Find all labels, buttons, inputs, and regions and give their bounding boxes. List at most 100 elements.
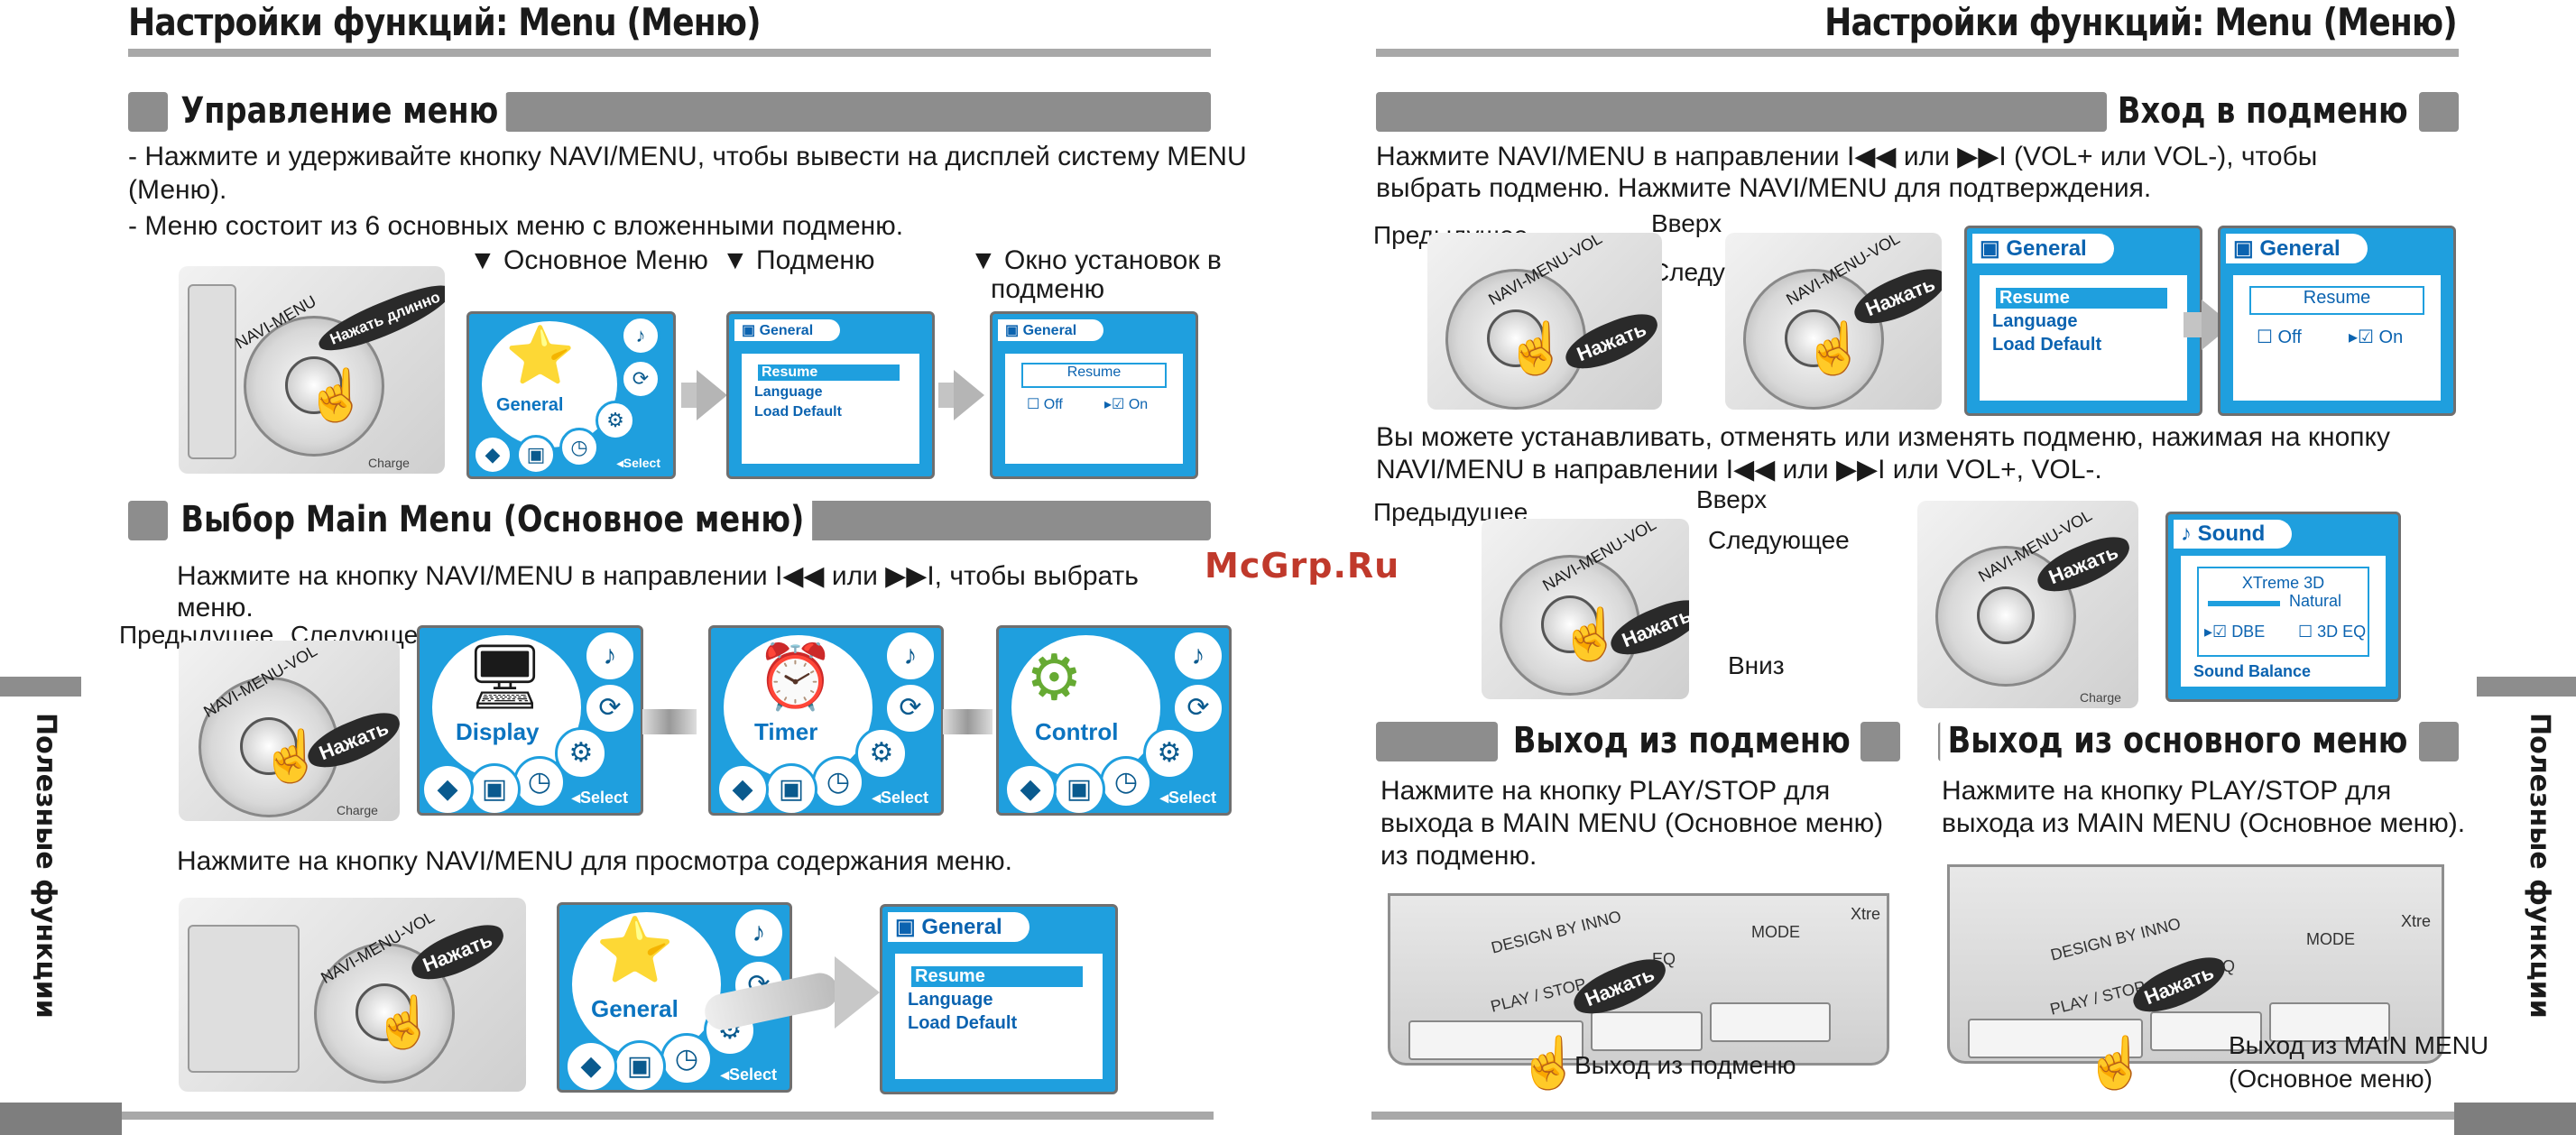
text-line: выхода из MAIN MENU (Основное меню). (1942, 808, 2466, 838)
section-title-enter-submenu: Вход в подменю (2110, 88, 2415, 134)
select-label: ◂Select (720, 1066, 777, 1084)
text-line: Нажмите NAVI/MENU в направлении I◀◀ или … (1376, 142, 2318, 171)
on-option: ▸☑ On (2349, 328, 2404, 347)
press-burst: Нажать (2127, 949, 2232, 1021)
gear-icon: ⚙ (1143, 727, 1196, 780)
navi-knob (1785, 309, 1842, 367)
off-option: ☐ Off (2257, 328, 2302, 347)
submenu-item-resume: Resume (758, 364, 900, 381)
menu-bubble (572, 912, 721, 1057)
clock-icon: ◷ (812, 756, 864, 808)
text-line: Вы можете устанавливать, отменять или из… (1376, 422, 2390, 452)
text-line: - Меню состоит из 6 основных меню с влож… (128, 211, 904, 241)
cube-icon: ◆ (473, 435, 512, 475)
label-main-menu-text: Основное Меню (503, 245, 708, 275)
repeat-icon: ⟳ (584, 682, 636, 734)
select-label: ◂Select (616, 456, 660, 470)
player-navi-illustration: NAVI-MENU-VOL Нажать ☝ (1482, 519, 1689, 699)
section-title-exit-main-menu: Выход из основного меню (1940, 718, 2415, 763)
caption-exit-submenu: Выход из подменю (1574, 1051, 1796, 1079)
player-navi-illustration: NAVI-MENU Нажать длинно ☝ Charge (179, 266, 445, 474)
hand-icon: ☝ (1518, 1034, 1581, 1091)
hand-icon: ☝ (1559, 605, 1622, 662)
repeat-icon: ⟳ (884, 682, 937, 734)
eq-button (1591, 1011, 1703, 1051)
display-icon: ▣ (765, 763, 817, 813)
player-navi-illustration: NAVI-MENU-VOL Нажать ☝ (179, 898, 526, 1092)
player-navi-illustration: NAVI-MENU-VOL Нажать ☝ (1427, 233, 1662, 410)
screen-tab-text: General (2006, 236, 2087, 261)
charge-label: Charge (2080, 690, 2121, 705)
clock-icon: ◷ (660, 1033, 713, 1085)
hand-icon: ☝ (260, 727, 323, 784)
screen-panel: Resume ☐ Off ▸☑ On (2233, 275, 2441, 401)
navi-knob (355, 983, 413, 1041)
xtreme-label: Xtre (2401, 912, 2432, 930)
cube-icon: ◆ (421, 763, 474, 813)
player-navi-illustration: NAVI-MENU-VOL Нажать ☝ Charge (179, 641, 400, 821)
screen-tab: ♪ Sound (2174, 520, 2293, 549)
on-option: ▸☑ On (1104, 397, 1149, 412)
select-label-text: Select (623, 456, 660, 470)
play-stop-button (1408, 1020, 1583, 1060)
resume-field: Resume (1021, 363, 1167, 388)
section-title-main-menu: Выбор Main Menu (Основное меню) (173, 497, 812, 542)
label-submenu-text: Подменю (756, 245, 875, 275)
eq3d-option: ☐ 3D EQ (2298, 623, 2367, 641)
arrow-shaft (681, 383, 697, 408)
cube-icon: ◆ (1004, 763, 1057, 813)
gear-icon: ⚙ (596, 401, 635, 440)
screen-panel: XTreme 3D Natural ▸☑ DBE ☐ 3D EQ Sound B… (2181, 556, 2386, 687)
music-icon: ♪ (733, 907, 785, 959)
screen-panel: Resume Language Load Default (895, 954, 1103, 1079)
submenu-item-load-default: Load Default (754, 404, 842, 420)
arrow-right (954, 370, 984, 420)
label-submenu: ▼ Подменю (722, 245, 875, 275)
text-line: Нажмите на кнопку PLAY/STOP для (1380, 776, 1831, 806)
charge-label: Charge (368, 456, 410, 470)
text-line: Нажмите на кнопку NAVI/MENU в направлени… (177, 561, 1139, 591)
text-line: выхода в MAIN MENU (Основное меню) (1380, 808, 1884, 838)
screen-panel: Resume Language Load Default (1980, 275, 2187, 401)
text-line: Нажмите на кнопку PLAY/STOP для (1942, 776, 2392, 806)
footer-rule-left (122, 1112, 1214, 1120)
arrow-shaft (642, 709, 697, 734)
screen-tab: ▣ General (888, 912, 1029, 942)
eq3d-label: 3D EQ (2317, 623, 2367, 641)
caption-exit-main-menu-2: (Основное меню) (2229, 1065, 2433, 1093)
section-bar (794, 501, 1211, 540)
mode-label: MODE (1751, 923, 1800, 941)
label-down: Вниз (1728, 651, 1785, 679)
alarm-clock-icon: ⏰ (756, 641, 836, 712)
section-marker (1860, 722, 1900, 761)
select-label: ◂Select (872, 789, 928, 807)
submenu-screen-general: ▣ General Resume Language Load Default (1964, 226, 2202, 416)
submenu-item-load-default: Load Default (908, 1013, 1018, 1033)
off-label: Off (1043, 397, 1063, 412)
display-art-icon: 🖥 (465, 641, 545, 712)
navi-ring (1500, 555, 1640, 696)
text-line: Нажмите на кнопку NAVI/MENU для просмотр… (177, 846, 1012, 876)
on-label: On (2378, 328, 2404, 347)
submenu-item-load-default: Load Default (1992, 335, 2102, 355)
charge-label: Charge (337, 803, 378, 817)
gear-icon: ⚙ (855, 727, 908, 780)
player-buttons-illustration: DESIGN BY INNO MODE Xtre PLAY / STOP EQ … (1947, 864, 2444, 1064)
side-tab-right (2477, 677, 2576, 697)
navi-knob (1977, 586, 2035, 644)
settings-window-screen: ▣ General Resume ☐ Off ▸☑ On (2218, 226, 2456, 416)
screen-tab: ▣ General (1972, 234, 2114, 263)
side-label-right: Полезные функции (2524, 713, 2555, 1019)
screen-tab: ▣ General (998, 319, 1104, 341)
submenu-screen-general: ▣ General Resume Language Load Default (880, 904, 1118, 1094)
label-settings-window-text: Окно установок в (1004, 245, 1222, 275)
watermark: McGrp.Ru (1205, 546, 1400, 586)
menu-name: Control (1035, 718, 1119, 745)
xtreme-box: XTreme 3D Natural ▸☑ DBE ☐ 3D EQ (2197, 567, 2369, 657)
main-menu-screen-timer: ⏰ Timer ♪ ⟳ ⚙ ◷ ▣ ◆ ◂Select (708, 625, 944, 816)
design-label: DESIGN BY INNO (1489, 907, 1623, 957)
title-rule-right (1376, 49, 2459, 57)
screen-tab: ▣ General (734, 319, 841, 341)
off-label: Off (2277, 328, 2302, 347)
screen-panel: Resume Language Load Default (742, 354, 919, 464)
